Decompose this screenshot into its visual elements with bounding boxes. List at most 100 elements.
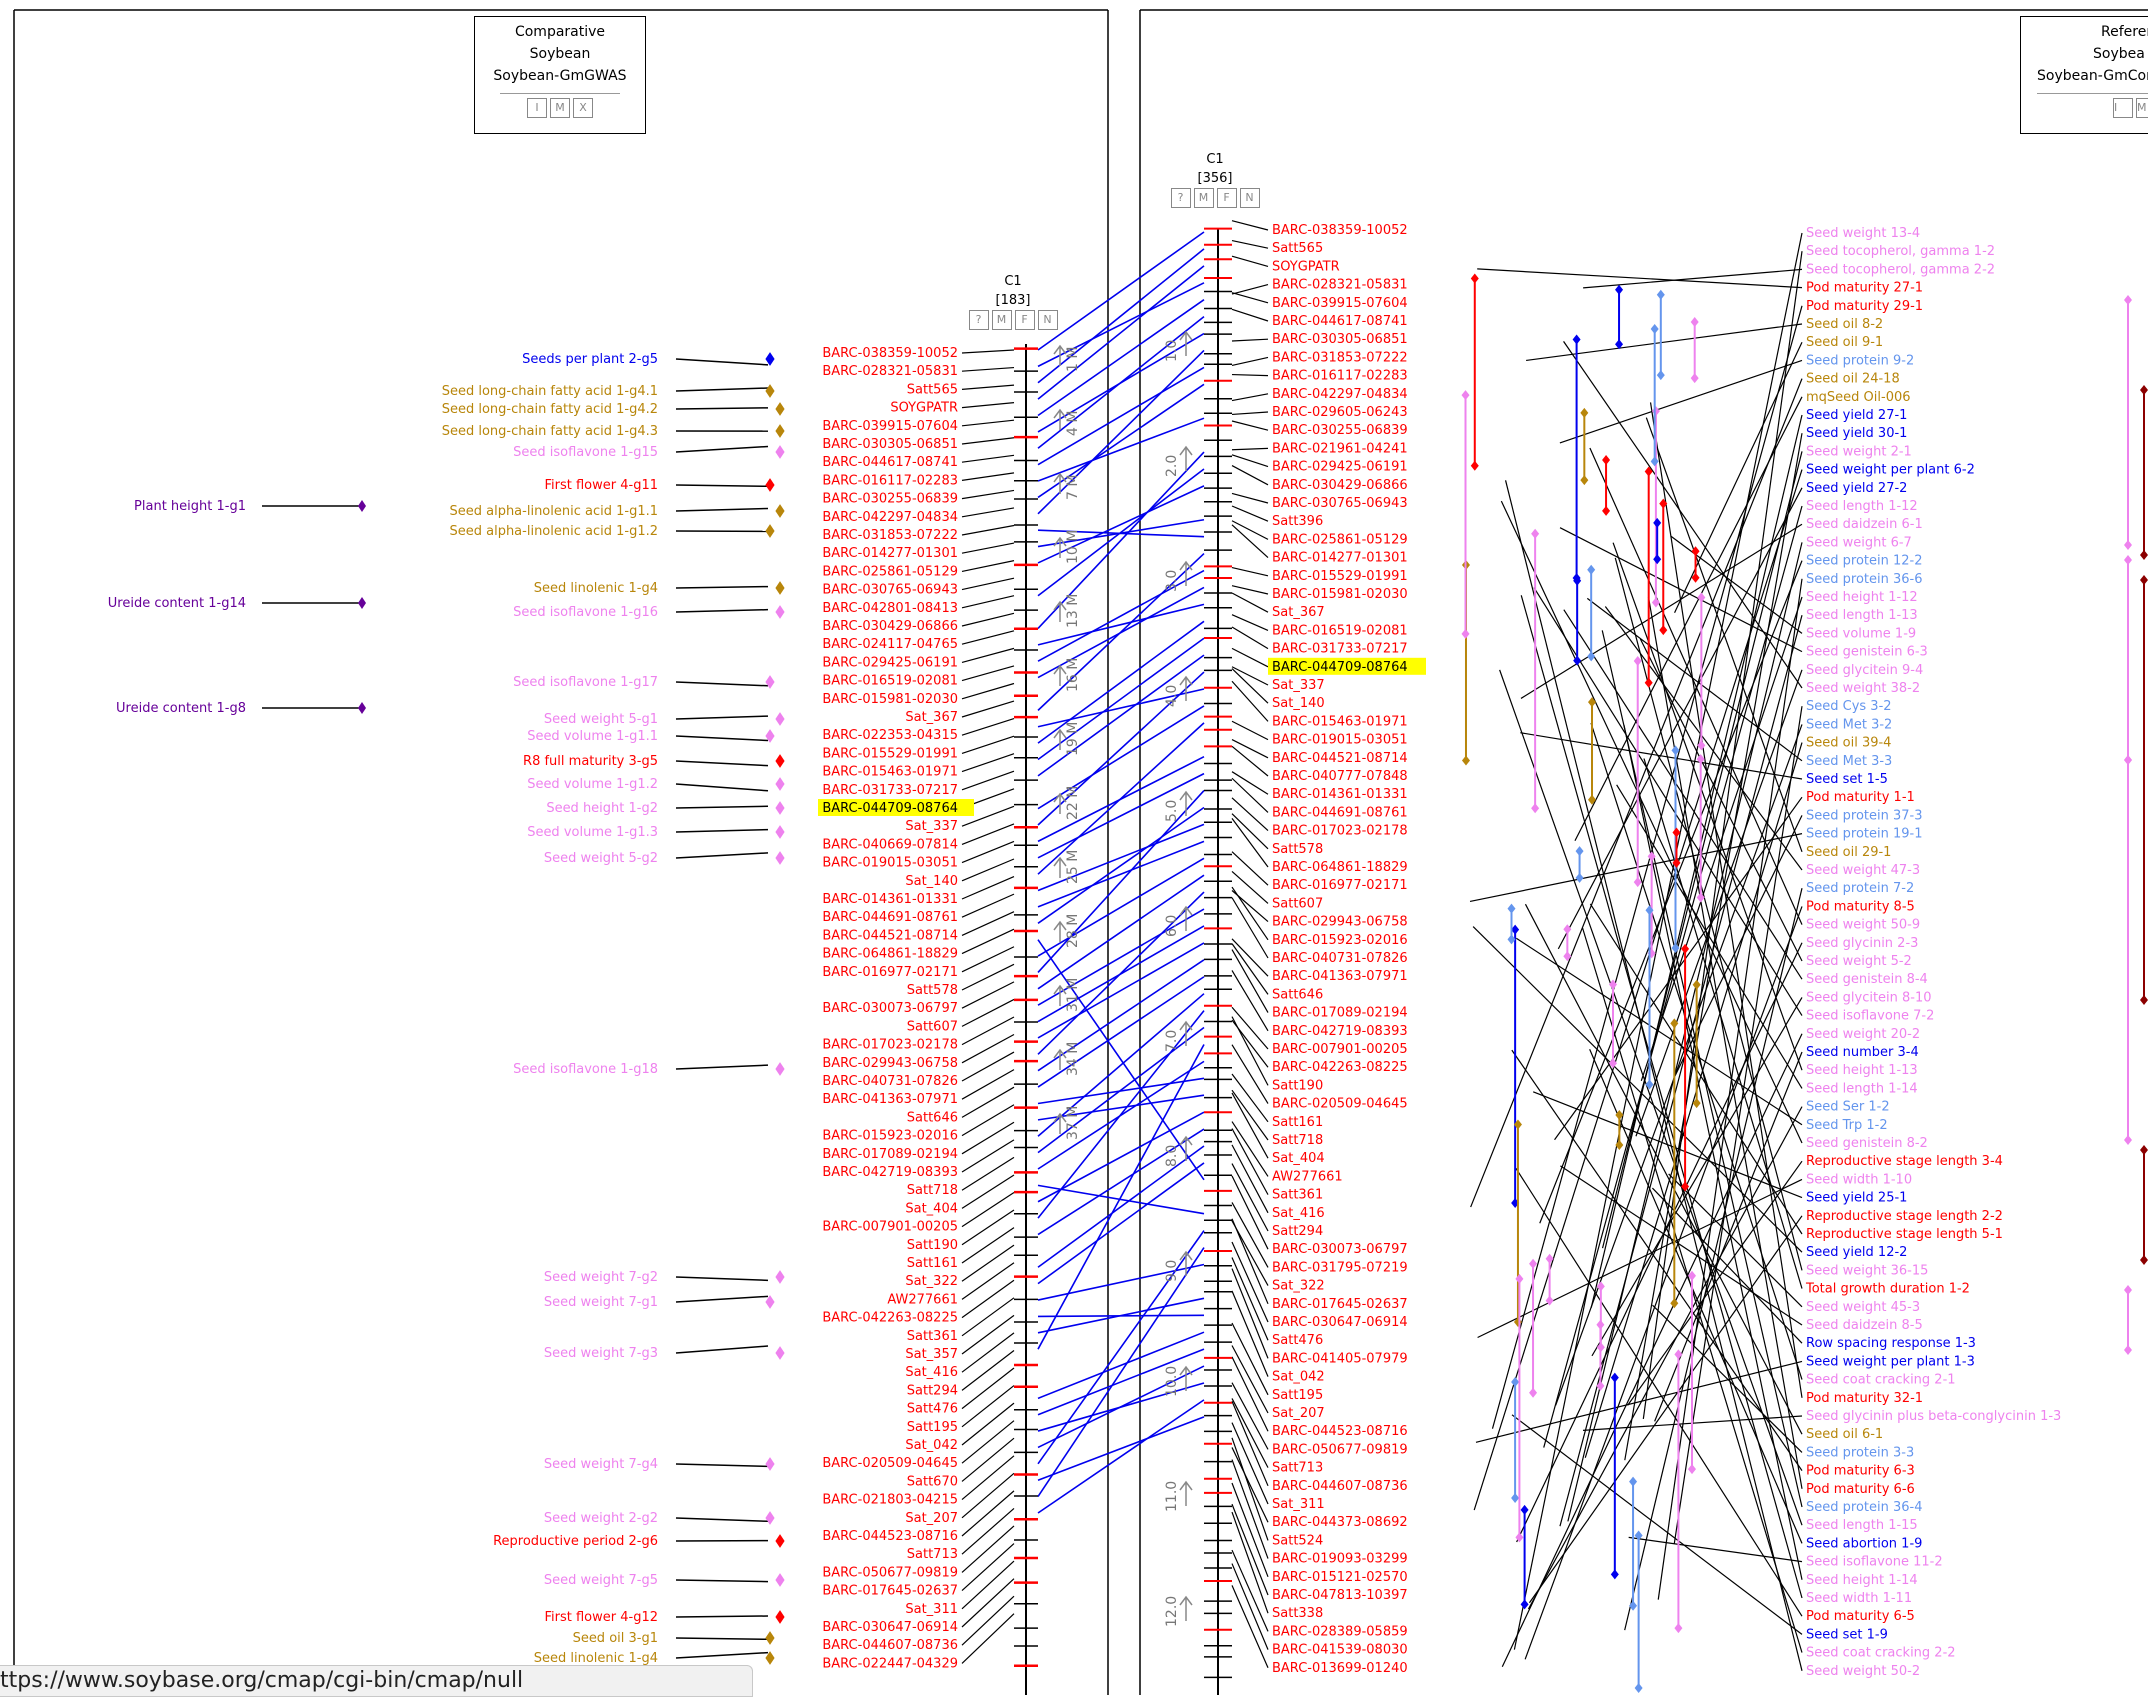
right-trait-label[interactable]: Seed volume 1-9: [1806, 626, 1916, 641]
trait-feature-label[interactable]: First flower 4-g12: [545, 1610, 659, 1625]
left-marker-label[interactable]: Satt646: [907, 1110, 958, 1125]
right-trait-label[interactable]: Seed width 1-10: [1806, 1172, 1912, 1187]
center-marker-label[interactable]: BARC-030647-06914: [1272, 1315, 1408, 1330]
right-trait-label[interactable]: Seed weight 47-3: [1806, 863, 1920, 878]
right-trait-label[interactable]: Seed abortion 1-9: [1806, 1536, 1922, 1551]
left-marker-label[interactable]: Satt607: [907, 1019, 958, 1034]
center-marker-label[interactable]: Satt524: [1272, 1533, 1323, 1548]
left-marker-label[interactable]: BARC-031853-07222: [822, 528, 958, 543]
left-marker-label[interactable]: BARC-050677-09819: [822, 1565, 958, 1580]
left-marker-label[interactable]: AW277661: [887, 1292, 958, 1307]
center-marker-label[interactable]: BARC-044373-08692: [1272, 1515, 1408, 1530]
right-trait-label[interactable]: Seed weight 50-2: [1806, 1664, 1920, 1679]
right-trait-label[interactable]: Seed width 1-11: [1806, 1591, 1912, 1606]
right-trait-label[interactable]: Seed oil 24-18: [1806, 372, 1900, 387]
center-marker-label[interactable]: BARC-015923-02016: [1272, 933, 1408, 948]
left-map-new-button[interactable]: N: [1038, 310, 1058, 330]
left-marker-label[interactable]: Sat_207: [905, 1511, 958, 1526]
center-marker-label[interactable]: BARC-014277-01301: [1272, 551, 1408, 566]
left-marker-label[interactable]: BARC-021803-04215: [822, 1493, 958, 1508]
center-marker-label[interactable]: Sat_367: [1272, 605, 1325, 620]
right-trait-label[interactable]: Seed protein 7-2: [1806, 881, 1914, 896]
left-marker-label[interactable]: BARC-019015-03051: [822, 856, 958, 871]
right-trait-label[interactable]: mqSeed Oil-006: [1806, 390, 1911, 405]
right-trait-label[interactable]: Seed protein 9-2: [1806, 353, 1914, 368]
center-marker-label[interactable]: BARC-013699-01240: [1272, 1661, 1408, 1676]
center-marker-label[interactable]: Satt718: [1272, 1133, 1323, 1148]
left-map-menu-button[interactable]: M: [992, 310, 1012, 330]
right-trait-label[interactable]: Seed genistein 8-4: [1806, 972, 1928, 987]
center-marker-label[interactable]: BARC-015121-02570: [1272, 1570, 1408, 1585]
center-marker-label[interactable]: Sat_404: [1272, 1151, 1325, 1166]
right-trait-label[interactable]: Seed set 1-9: [1806, 1627, 1888, 1642]
right-trait-label[interactable]: Seed weight 45-3: [1806, 1300, 1920, 1315]
trait-feature-label[interactable]: R8 full maturity 3-g5: [523, 754, 658, 769]
left-marker-label[interactable]: BARC-024117-04765: [822, 637, 958, 652]
left-marker-label[interactable]: BARC-017089-02194: [822, 1147, 958, 1162]
center-map-menu-button[interactable]: M: [1194, 188, 1214, 208]
left-marker-label[interactable]: BARC-016519-02081: [822, 674, 958, 689]
center-marker-label[interactable]: Satt713: [1272, 1461, 1323, 1476]
center-marker-label[interactable]: BARC-044521-08714: [1272, 751, 1408, 766]
left-marker-label[interactable]: BARC-020509-04645: [822, 1456, 958, 1471]
left-marker-label[interactable]: BARC-044607-08736: [822, 1638, 958, 1653]
center-marker-label[interactable]: BARC-028389-05859: [1272, 1624, 1408, 1639]
left-marker-label[interactable]: Sat_042: [905, 1438, 958, 1453]
right-trait-label[interactable]: Seed weight 13-4: [1806, 226, 1920, 241]
left-marker-label[interactable]: Satt578: [907, 983, 958, 998]
right-trait-label[interactable]: Seed weight 6-7: [1806, 535, 1912, 550]
center-marker-label[interactable]: BARC-030765-06943: [1272, 496, 1408, 511]
trait-feature-label[interactable]: Seed height 1-g2: [546, 801, 658, 816]
right-trait-label[interactable]: Seed protein 19-1: [1806, 827, 1922, 842]
left-marker-label[interactable]: Satt718: [907, 1183, 958, 1198]
left-marker-label[interactable]: Satt161: [907, 1256, 958, 1271]
left-panel-close-button[interactable]: X: [573, 98, 593, 118]
right-trait-label[interactable]: Seed isoflavone 7-2: [1806, 1009, 1934, 1024]
center-marker-label[interactable]: Satt338: [1272, 1606, 1323, 1621]
right-trait-label[interactable]: Seed protein 36-6: [1806, 572, 1922, 587]
left-marker-label[interactable]: BARC-028321-05831: [822, 364, 958, 379]
center-marker-label[interactable]: BARC-029605-06243: [1272, 405, 1408, 420]
center-marker-label[interactable]: BARC-014361-01331: [1272, 787, 1408, 802]
trait-feature-label[interactable]: Seed weight 7-g2: [544, 1270, 658, 1285]
left-marker-label[interactable]: BARC-022447-04329: [822, 1656, 958, 1671]
right-trait-label[interactable]: Seed Met 3-3: [1806, 754, 1892, 769]
left-marker-label[interactable]: BARC-015981-02030: [822, 692, 958, 707]
left-marker-label[interactable]: BARC-007901-00205: [822, 1220, 958, 1235]
center-marker-label[interactable]: Sat_337: [1272, 678, 1325, 693]
center-marker-label[interactable]: BARC-064861-18829: [1272, 860, 1408, 875]
right-trait-label[interactable]: Pod maturity 27-1: [1806, 281, 1923, 296]
center-marker-label[interactable]: Sat_416: [1272, 1206, 1325, 1221]
right-trait-label[interactable]: Seed Trp 1-2: [1806, 1118, 1888, 1133]
trait-feature-label[interactable]: Seed weight 5-g1: [544, 712, 658, 727]
center-marker-label[interactable]: BARC-029943-06758: [1272, 915, 1408, 930]
center-marker-label[interactable]: BARC-031853-07222: [1272, 350, 1408, 365]
left-marker-label[interactable]: BARC-044617-08741: [822, 455, 958, 470]
right-trait-label[interactable]: Seed weight 36-15: [1806, 1263, 1928, 1278]
right-trait-label[interactable]: Pod maturity 8-5: [1806, 899, 1915, 914]
center-marker-label[interactable]: Satt646: [1272, 987, 1323, 1002]
center-marker-label[interactable]: BARC-019015-03051: [1272, 733, 1408, 748]
left-marker-label[interactable]: Sat_322: [905, 1274, 958, 1289]
center-marker-label[interactable]: BARC-017023-02178: [1272, 824, 1408, 839]
center-marker-label[interactable]: BARC-017089-02194: [1272, 1006, 1408, 1021]
right-trait-label[interactable]: Pod maturity 1-1: [1806, 790, 1915, 805]
left-marker-label[interactable]: BARC-040731-07826: [822, 1074, 958, 1089]
trait-feature-label[interactable]: Seed volume 1-g1.3: [527, 825, 658, 840]
right-trait-label[interactable]: Pod maturity 6-3: [1806, 1464, 1915, 1479]
center-marker-label[interactable]: BARC-030429-06866: [1272, 478, 1408, 493]
center-marker-label[interactable]: BARC-030305-06851: [1272, 332, 1408, 347]
right-trait-label[interactable]: Seed height 1-13: [1806, 1063, 1918, 1078]
right-trait-label[interactable]: Seed length 1-13: [1806, 608, 1918, 623]
center-marker-label[interactable]: BARC-025861-05129: [1272, 532, 1408, 547]
center-marker-label[interactable]: BARC-044523-08716: [1272, 1424, 1408, 1439]
right-trait-label[interactable]: Seed coat cracking 2-1: [1806, 1373, 1956, 1388]
right-trait-label[interactable]: Seed daidzein 8-5: [1806, 1318, 1923, 1333]
right-trait-label[interactable]: Seed length 1-12: [1806, 499, 1918, 514]
right-trait-label[interactable]: Reproductive stage length 2-2: [1806, 1209, 2003, 1224]
left-marker-label[interactable]: BARC-042801-08413: [822, 601, 958, 616]
center-map-name[interactable]: C1: [1160, 150, 1270, 169]
left-trait-label[interactable]: Plant height 1-g1: [134, 499, 246, 514]
center-marker-label[interactable]: Sat_311: [1272, 1497, 1325, 1512]
left-marker-label[interactable]: Sat_311: [905, 1602, 958, 1617]
